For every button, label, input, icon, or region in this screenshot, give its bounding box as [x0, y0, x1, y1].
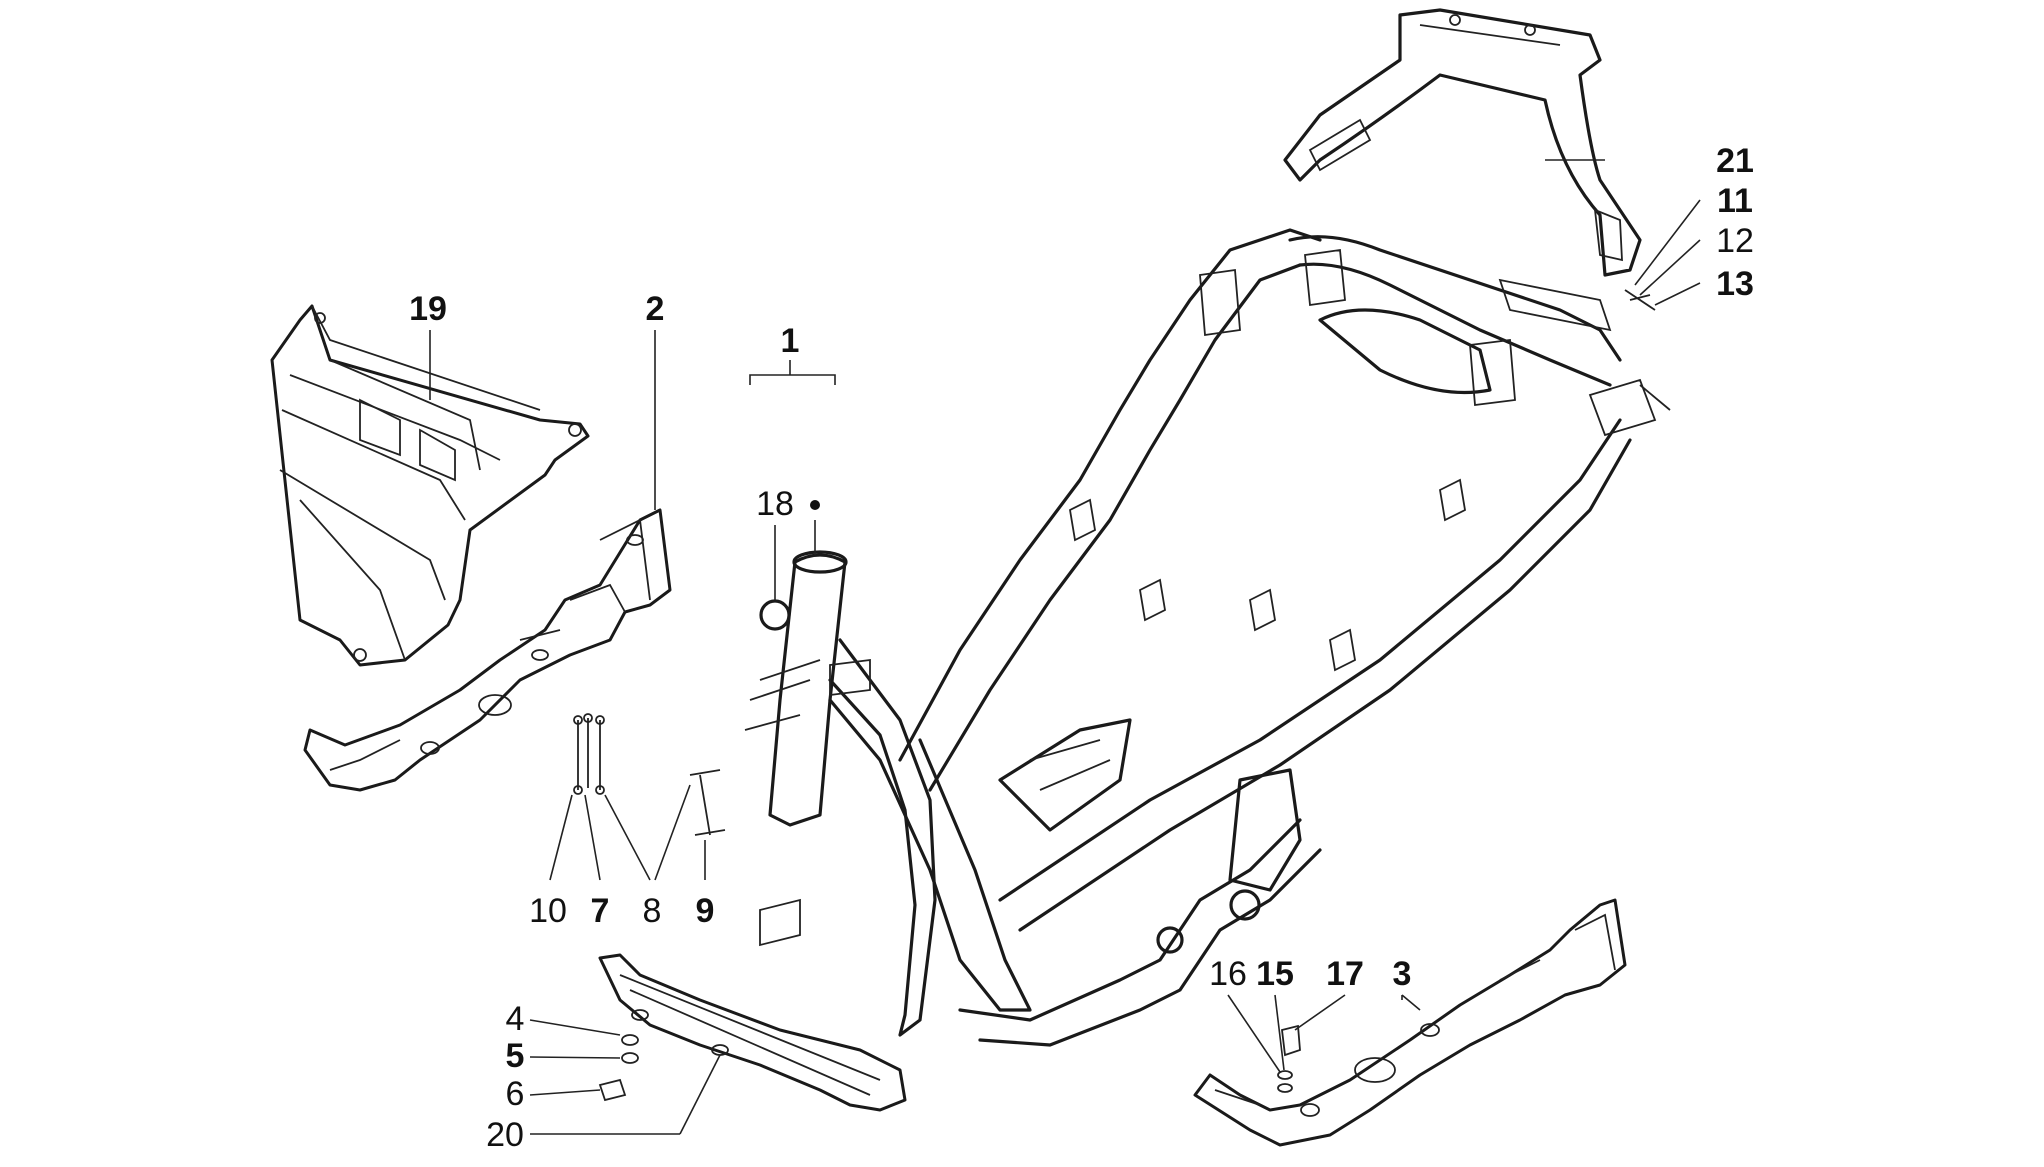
callout-18: 18	[756, 485, 794, 523]
callout-6: 6	[506, 1075, 525, 1113]
hardware-bolts	[573, 289, 1656, 1102]
callout-12: 12	[1716, 222, 1754, 260]
callout-16: 16	[1209, 955, 1247, 993]
part-2-left-footrest-support	[303, 508, 672, 792]
part-21-rear-grab-rail	[1283, 8, 1642, 277]
leader-lines	[429, 159, 1701, 1135]
part-3-right-footrest-support	[1193, 898, 1627, 1147]
callout-9: 9	[696, 892, 715, 930]
part-19-front-frame	[270, 304, 590, 667]
callout-13: 13	[1716, 265, 1754, 303]
callout-11: 11	[1717, 182, 1753, 220]
part-1-main-frame	[759, 228, 1671, 1047]
callout-20: 20	[486, 1116, 524, 1154]
callout-5: 5	[506, 1037, 525, 1075]
callout-7: 7	[591, 892, 610, 930]
callout-3: 3	[1393, 955, 1412, 993]
callout-15: 15	[1256, 955, 1294, 993]
filled-dot-icon	[810, 500, 820, 510]
callout-1: 1	[781, 322, 800, 360]
callout-19: 19	[409, 290, 447, 328]
callout-10: 10	[529, 892, 567, 930]
callout-labels: 19 2 1 18 10 7 8 9 4 5 6 20 16 15 17 3 2…	[409, 142, 1754, 1154]
callout-4: 4	[506, 1000, 525, 1038]
callout-17: 17	[1326, 955, 1364, 993]
callout-2: 2	[646, 290, 665, 328]
callout-8: 8	[643, 892, 662, 930]
callout-21: 21	[1716, 142, 1754, 180]
part-20-central-tunnel	[598, 953, 907, 1112]
